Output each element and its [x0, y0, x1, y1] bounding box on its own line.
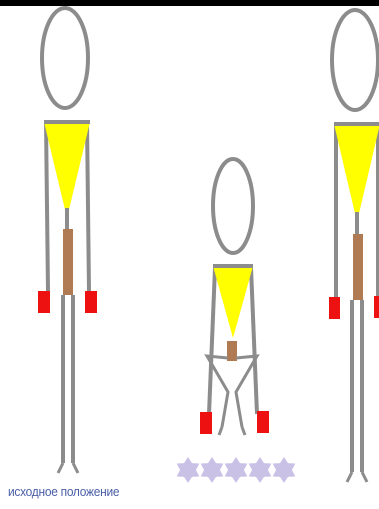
left-hand — [200, 412, 212, 434]
torso-triangle — [213, 266, 253, 338]
figure-head — [42, 8, 88, 108]
left-arm — [209, 268, 215, 414]
left-hand — [38, 291, 50, 313]
star-icon — [273, 457, 296, 483]
torso-triangle — [44, 122, 90, 218]
star-icon — [249, 457, 272, 483]
figure-head — [332, 10, 378, 110]
figure-head — [213, 159, 253, 253]
left-arm — [46, 122, 48, 292]
belt — [227, 341, 237, 361]
standing-figure-right — [329, 10, 379, 482]
belt — [353, 234, 363, 300]
star-icon — [201, 457, 224, 483]
right-hand — [85, 291, 97, 313]
standing-figure-left — [38, 8, 97, 473]
star-icon — [177, 457, 200, 483]
belt — [63, 229, 73, 295]
caption-text: исходное положение — [8, 484, 119, 499]
right-arm — [251, 268, 257, 414]
right-arm — [87, 122, 89, 292]
star-icon — [225, 457, 248, 483]
torso-triangle — [334, 124, 379, 222]
squatting-figure-middle — [200, 159, 269, 435]
right-hand — [374, 296, 379, 318]
left-hand — [329, 297, 340, 319]
stars-row — [177, 457, 296, 483]
right-hand — [257, 411, 269, 433]
